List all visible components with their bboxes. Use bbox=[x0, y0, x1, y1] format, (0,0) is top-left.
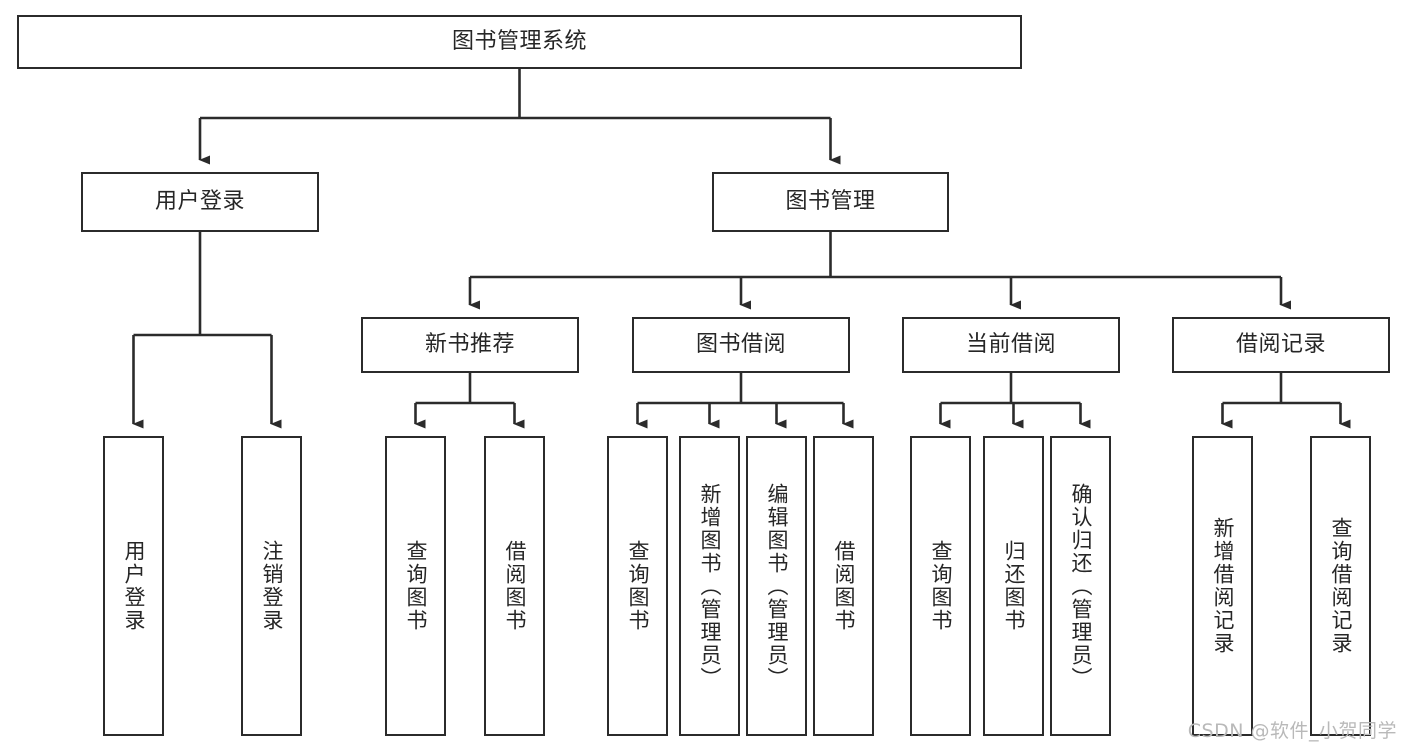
node-book-borrow[interactable]: 图书借阅 bbox=[632, 317, 850, 373]
node-leaf-borrow-book-rec[interactable]: 借阅图书 bbox=[484, 436, 545, 736]
node-label: 借阅图书 bbox=[503, 540, 527, 632]
node-leaf-borrow-book[interactable]: 借阅图书 bbox=[813, 436, 874, 736]
node-borrow-record[interactable]: 借阅记录 bbox=[1172, 317, 1390, 373]
node-leaf-add-book[interactable]: 新增图书（管理员） bbox=[679, 436, 740, 736]
node-leaf-query-book-rec[interactable]: 查询图书 bbox=[385, 436, 446, 736]
node-leaf-user-logout[interactable]: 注销登录 bbox=[241, 436, 302, 736]
node-label: 图书管理 bbox=[785, 188, 876, 214]
node-label: 查询图书 bbox=[929, 540, 953, 632]
csdn-watermark: CSDN @软件_小贺同学 bbox=[1187, 720, 1397, 742]
node-user-login[interactable]: 用户登录 bbox=[81, 172, 319, 232]
node-label: 当前借阅 bbox=[965, 331, 1056, 357]
node-new-book-recommend[interactable]: 新书推荐 bbox=[361, 317, 579, 373]
node-label: 用户登录 bbox=[122, 540, 146, 632]
node-leaf-query-book-cur[interactable]: 查询图书 bbox=[910, 436, 971, 736]
node-current-borrow[interactable]: 当前借阅 bbox=[902, 317, 1120, 373]
node-leaf-return-book[interactable]: 归还图书 bbox=[983, 436, 1044, 736]
node-label: 新书推荐 bbox=[424, 331, 515, 357]
node-label: 图书管理系统 bbox=[451, 28, 587, 54]
node-leaf-query-record[interactable]: 查询借阅记录 bbox=[1310, 436, 1371, 736]
node-leaf-edit-book[interactable]: 编辑图书（管理员） bbox=[746, 436, 807, 736]
node-leaf-user-login[interactable]: 用户登录 bbox=[103, 436, 164, 736]
node-root[interactable]: 图书管理系统 bbox=[17, 15, 1022, 69]
node-label: 图书借阅 bbox=[695, 331, 786, 357]
node-label: 借阅记录 bbox=[1235, 331, 1326, 357]
node-leaf-confirm-return[interactable]: 确认归还（管理员） bbox=[1050, 436, 1111, 736]
node-leaf-add-record[interactable]: 新增借阅记录 bbox=[1192, 436, 1253, 736]
node-label: 查询借阅记录 bbox=[1329, 517, 1353, 655]
node-label: 查询图书 bbox=[626, 540, 650, 632]
node-label: 用户登录 bbox=[154, 188, 245, 214]
node-label: 注销登录 bbox=[260, 540, 284, 632]
node-label: 归还图书 bbox=[1002, 540, 1026, 632]
node-label: 查询图书 bbox=[404, 540, 428, 632]
node-label: 借阅图书 bbox=[832, 540, 856, 632]
node-book-manage[interactable]: 图书管理 bbox=[712, 172, 949, 232]
node-leaf-query-book-borrow[interactable]: 查询图书 bbox=[607, 436, 668, 736]
node-label: 新增图书（管理员） bbox=[698, 482, 722, 690]
node-label: 确认归还（管理员） bbox=[1069, 482, 1093, 690]
node-label: 编辑图书（管理员） bbox=[765, 482, 789, 690]
node-label: 新增借阅记录 bbox=[1211, 517, 1235, 655]
